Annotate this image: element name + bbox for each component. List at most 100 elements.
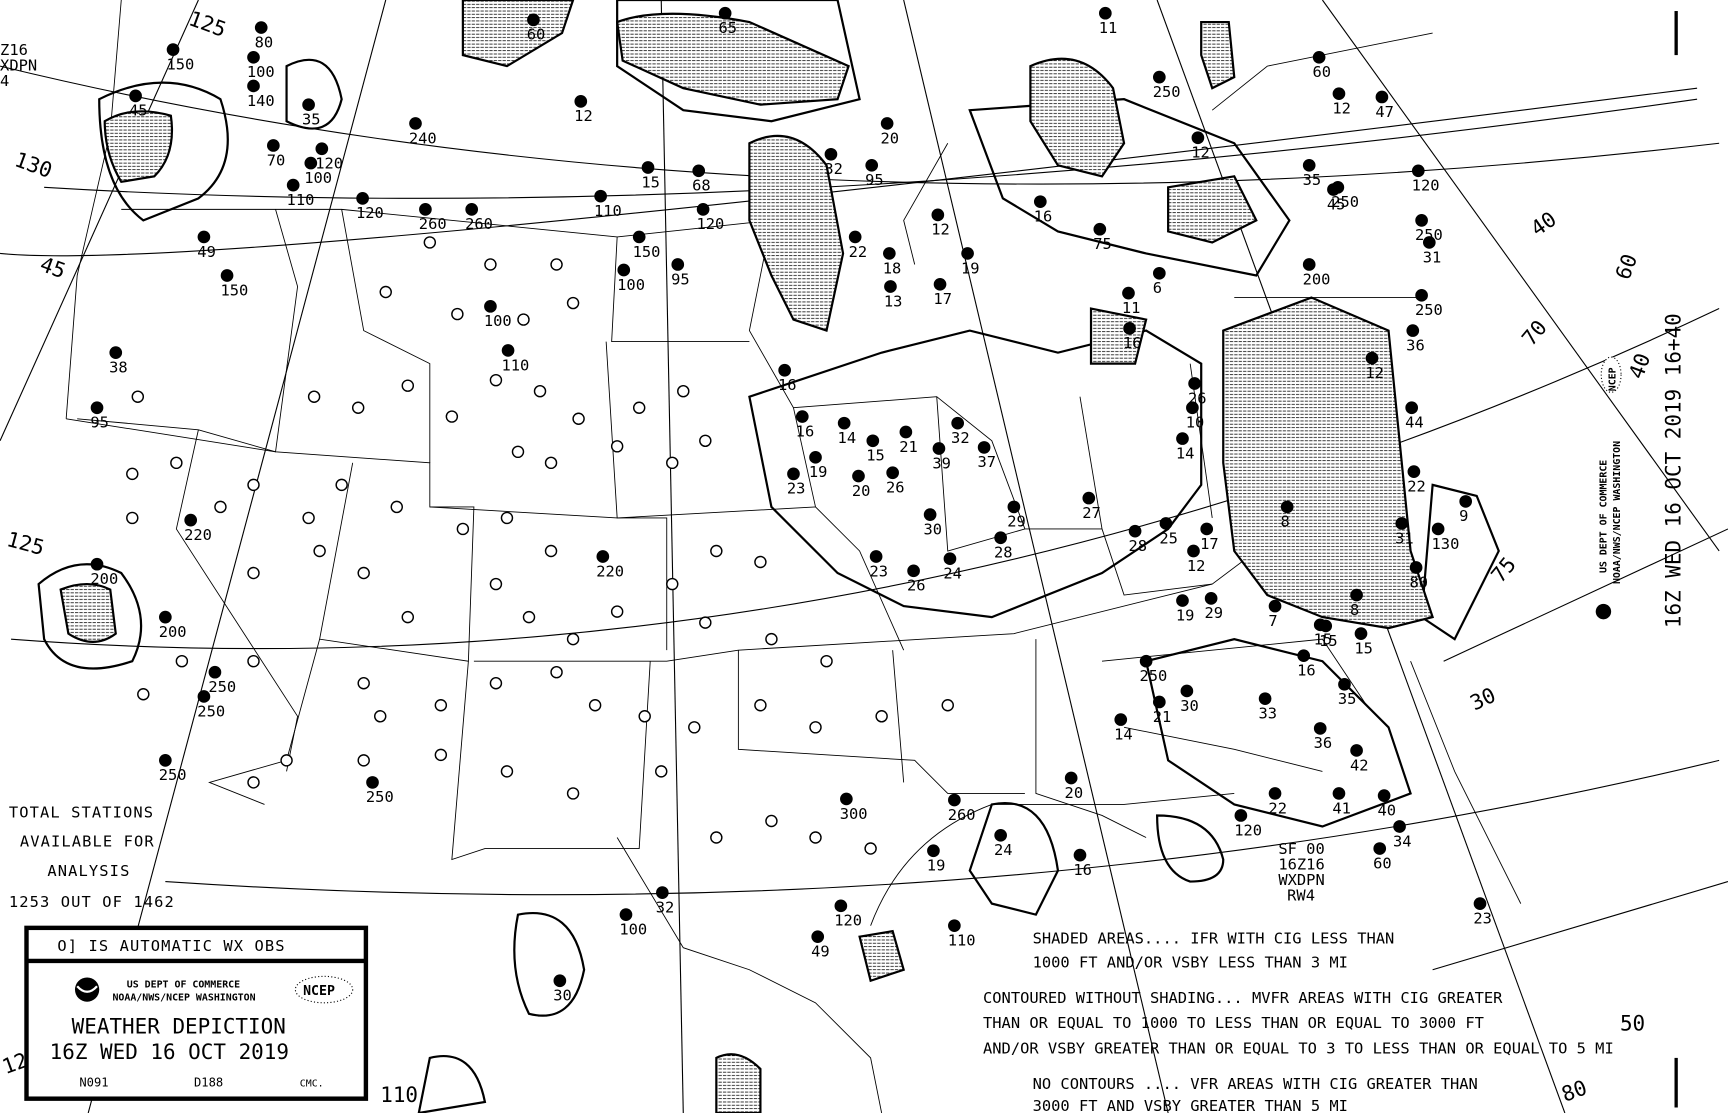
sky-cover-clear-icon: [610, 605, 624, 618]
ceiling-label: 28: [1128, 537, 1147, 555]
station-plot: 16: [1073, 848, 1092, 879]
grid-label: 110: [380, 1083, 418, 1107]
station-plot: 8: [1350, 588, 1363, 619]
ceiling-label: 30: [1180, 697, 1199, 715]
legend-line: 1000 FT AND/OR VSBY LESS THAN 3 MI: [1033, 954, 1348, 972]
station-plot: 250: [159, 754, 187, 784]
ceiling-label: 13: [884, 292, 903, 310]
sky-cover-clear-icon: [280, 754, 293, 767]
sky-cover-overcast-icon: [994, 828, 1007, 842]
station-plot: 120: [1412, 164, 1440, 195]
station-plot: 12: [574, 95, 593, 125]
ceiling-label: 150: [220, 281, 248, 299]
station-plot: 100: [484, 300, 512, 330]
sky-cover-overcast-icon: [1152, 266, 1166, 280]
sky-cover-overcast-icon: [840, 792, 853, 806]
ceiling-label: 260: [465, 215, 493, 233]
sky-cover-overcast-icon: [948, 793, 961, 807]
ceiling-label: 37: [978, 453, 997, 471]
sky-cover-clear-icon: [137, 688, 150, 701]
sky-cover-overcast-icon: [197, 230, 211, 244]
product-id-line: SF 00: [1278, 840, 1324, 858]
sky-cover-overcast-icon: [304, 156, 318, 170]
ceiling-label: 7: [1268, 612, 1277, 630]
station-plot: 95: [865, 158, 884, 189]
station-plot: 16: [778, 363, 797, 394]
sky-cover-overcast-icon: [1302, 158, 1316, 172]
station-plot: 60: [527, 13, 545, 44]
station-plot: 200: [90, 557, 118, 588]
ceiling-label: 140: [247, 92, 275, 110]
sky-cover-clear-icon: [401, 610, 415, 624]
ceiling-label: 21: [1153, 708, 1172, 726]
sky-cover-clear-icon: [357, 754, 370, 767]
station-plot: 16: [1034, 195, 1052, 225]
station-plot: 200: [1303, 258, 1330, 288]
ceiling-label: 60: [1313, 63, 1332, 81]
sky-cover-overcast-icon: [1422, 236, 1436, 249]
sky-cover-clear-icon: [423, 236, 437, 249]
sky-cover-clear-icon: [550, 665, 563, 679]
ceiling-label: 100: [484, 312, 512, 330]
station-plot: 100: [247, 50, 275, 81]
side-agency-1: US DEPT OF COMMERCE: [1599, 460, 1610, 573]
station-plot: 23: [1473, 897, 1492, 927]
legend-line: SHADED AREAS.... IFR WITH CIG LESS THAN: [1033, 929, 1395, 947]
sky-cover-overcast-icon: [553, 974, 567, 988]
ceiling-label: 11: [1122, 299, 1141, 317]
sky-cover-clear-icon: [941, 699, 954, 712]
station-plot: 70: [267, 139, 285, 169]
sky-cover-overcast-icon: [1234, 809, 1248, 822]
station-plot: 80: [255, 21, 274, 51]
sky-cover-overcast-icon: [184, 513, 198, 527]
ceiling-label: 220: [184, 526, 212, 544]
sky-cover-overcast-icon: [465, 203, 479, 216]
sky-cover-overcast-icon: [1152, 70, 1166, 84]
ceiling-label: 250: [197, 702, 225, 720]
station-plot: 22: [849, 230, 867, 261]
sky-cover-overcast-icon: [907, 564, 920, 578]
ceiling-label: 95: [671, 270, 690, 288]
ceiling-label: 250: [1153, 83, 1181, 101]
ceiling-label: 11: [1099, 19, 1118, 37]
station-plot: 26: [886, 466, 905, 497]
sky-cover-clear-icon: [550, 258, 563, 271]
ceiling-label: 16: [796, 422, 815, 440]
sky-cover-overcast-icon: [948, 919, 961, 932]
station-plot: 100: [617, 263, 645, 294]
sky-cover-overcast-icon: [594, 189, 607, 203]
station-plot: 27: [1082, 491, 1101, 522]
sky-cover-clear-icon: [302, 511, 315, 525]
ceiling-label: 110: [594, 202, 622, 220]
ceiling-label: 200: [159, 623, 187, 641]
station-plot: 150: [166, 43, 194, 73]
ceiling-label: 250: [1415, 226, 1443, 244]
ceiling-label: 260: [948, 806, 976, 824]
ceiling-label: 80: [255, 33, 274, 51]
sky-cover-overcast-icon: [961, 247, 974, 260]
product-id-line: 16Z16: [1278, 855, 1324, 873]
sky-cover-clear-icon: [566, 632, 580, 646]
station-plot: 260: [465, 203, 493, 233]
station-plot: 120: [696, 203, 724, 233]
corner-id-line: 4: [0, 72, 9, 90]
station-plot: 37: [978, 441, 997, 471]
ceiling-label: 15: [1319, 632, 1338, 650]
ceiling-label: 75: [1093, 235, 1112, 253]
side-ncep-logo: NCEP US DEPT OF COMMERCE NOAA/NWS/NCEP W…: [1595, 356, 1623, 620]
ceiling-label: 110: [501, 356, 529, 374]
agency-line-1: US DEPT OF COMMERCE: [127, 979, 240, 990]
sky-cover-overcast-icon: [1082, 491, 1096, 505]
ceiling-label: 110: [287, 191, 315, 209]
ceiling-label: 23: [787, 480, 806, 498]
station-plot: 24: [943, 552, 962, 583]
sky-cover-clear-icon: [677, 384, 690, 398]
sky-cover-overcast-icon: [574, 95, 588, 108]
station-plot: 250: [1152, 70, 1181, 101]
ceiling-label: 30: [553, 987, 572, 1005]
sky-cover-overcast-icon: [1405, 401, 1419, 415]
station-plot: 95: [671, 258, 690, 288]
sky-cover-overcast-icon: [923, 508, 937, 521]
side-ncep-text: NCEP: [1608, 367, 1619, 391]
sky-cover-overcast-icon: [1007, 500, 1021, 514]
